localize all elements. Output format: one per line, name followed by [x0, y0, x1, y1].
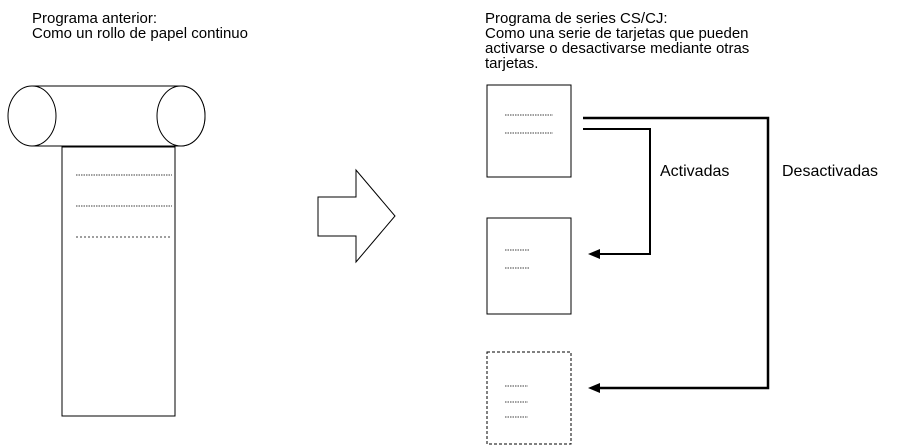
deactivated-arrowhead — [588, 383, 600, 393]
card-3-frame — [486, 351, 572, 445]
roll-left-end — [31, 85, 57, 147]
left-caption: Programa anterior: Como un rollo de pape… — [32, 11, 248, 41]
activated-connector — [583, 128, 651, 255]
paper-roll-icon — [7, 85, 206, 417]
right-caption-line-3: activarse o desactivarse mediante otras — [485, 40, 750, 57]
right-caption-line-1: Programa de series CS/CJ: — [485, 10, 668, 27]
card-2 — [486, 217, 572, 315]
deactivated-connector — [583, 116, 770, 390]
roll-right-end — [156, 85, 206, 147]
right-arrow-icon — [317, 168, 396, 264]
left-caption-line-2: Como un rollo de papel continuo — [32, 25, 248, 42]
right-caption: Programa de series CS/CJ: Como una serie… — [485, 11, 749, 71]
card-1-frame — [486, 84, 572, 178]
deactivated-label: Desactivadas — [782, 163, 879, 180]
right-caption-line-2: Como una serie de tarjetas que pueden — [485, 25, 749, 42]
card-3 — [486, 351, 572, 445]
paper-sheet — [61, 146, 176, 417]
card-2-frame — [486, 217, 572, 315]
card-1 — [486, 84, 572, 178]
left-caption-line-1: Programa anterior: — [32, 10, 158, 27]
activated-arrowhead — [588, 249, 600, 259]
right-caption-line-4: tarjetas. — [485, 55, 539, 72]
activated-label: Activadas — [660, 163, 730, 180]
